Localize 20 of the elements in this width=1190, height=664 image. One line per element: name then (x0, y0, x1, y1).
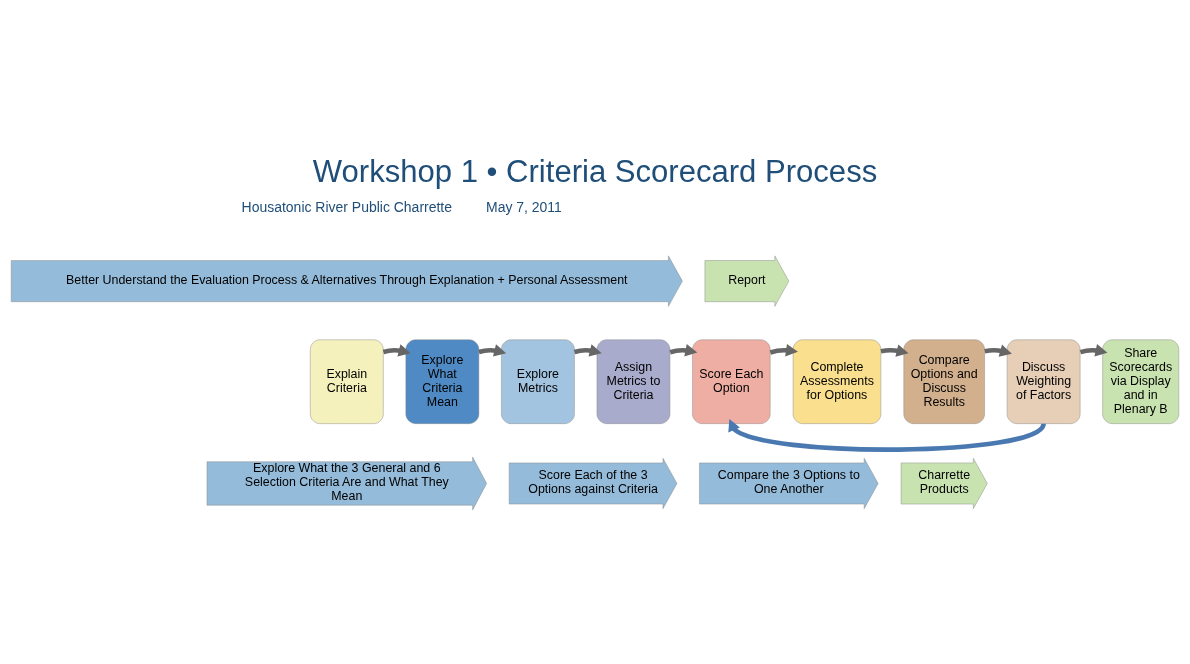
node-box: Score Each Option (692, 339, 771, 424)
label: Housatonic River Public Charrette (241, 198, 453, 215)
arrow (728, 419, 1046, 452)
arrow (573, 344, 602, 357)
node-box: Complete Assessments for Options (792, 339, 882, 424)
node-box: Share Scorecards via Display and in Plenary B (1102, 339, 1179, 424)
node-box: Explore Metrics (501, 339, 575, 424)
diagram-title: Workshop 1 • Criteria Scorecard Process (312, 154, 878, 190)
arrow (1079, 344, 1108, 357)
node-box: Discuss Weighting of Factors (1006, 339, 1081, 424)
arrow (769, 343, 798, 357)
node-box: Explore What Criteria Mean (405, 339, 480, 424)
node-box: Assign Metrics to Criteria (596, 339, 671, 424)
node-box: Compare Options and Discuss Results (903, 339, 985, 424)
node-box: Explain Criteria (310, 339, 384, 424)
arrow (382, 344, 411, 357)
arrow (478, 344, 507, 357)
label: May 7, 2011 (486, 198, 562, 215)
arrow (984, 344, 1012, 357)
arrow (880, 344, 909, 357)
